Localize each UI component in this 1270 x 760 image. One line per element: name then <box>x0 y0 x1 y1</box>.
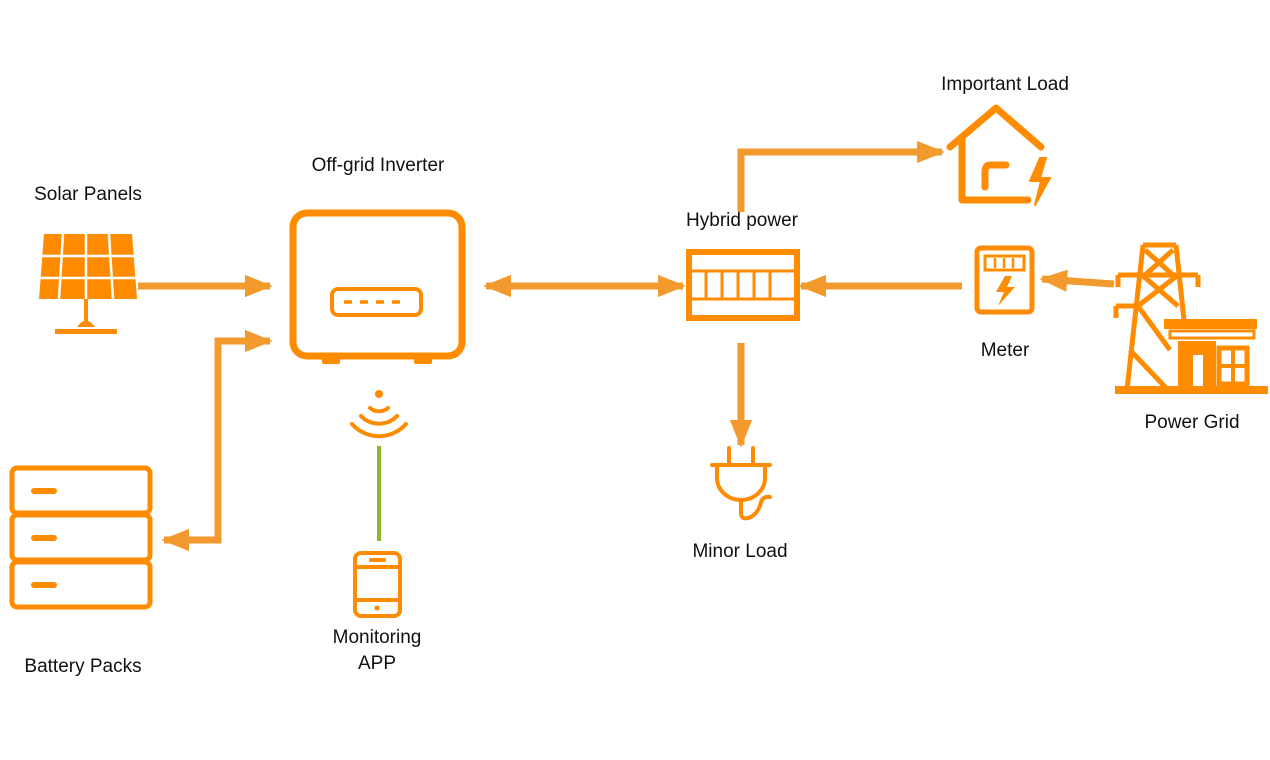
power-grid-label: Power Grid <box>1144 412 1240 433</box>
monitoring-app-label-line1: Monitoring <box>332 627 422 648</box>
inverter-icon <box>289 209 466 364</box>
transmission-tower-icon <box>1113 242 1268 394</box>
meter-label: Meter <box>980 340 1030 361</box>
important-load-label: Important Load <box>941 74 1069 95</box>
arrow-battery-inverter <box>161 329 273 552</box>
distribution-box-icon <box>686 249 800 321</box>
phone-icon <box>353 551 402 618</box>
arrow-hybrid-to-important-load <box>737 140 945 212</box>
monitoring-app-label-line2: APP <box>357 653 397 674</box>
solar-panels-label: Solar Panels <box>34 184 142 205</box>
battery-icon <box>9 465 153 610</box>
arrow-grid-to-meter <box>1039 269 1115 292</box>
meter-icon <box>974 245 1035 315</box>
house-icon <box>946 104 1051 206</box>
off-grid-inverter-label: Off-grid Inverter <box>311 155 445 176</box>
hybrid-power-label: Hybrid power <box>686 210 798 231</box>
battery-packs-label: Battery Packs <box>24 656 142 677</box>
solar-panel-icon <box>39 233 137 334</box>
minor-load-label: Minor Load <box>692 541 788 562</box>
wifi-icon <box>350 390 408 439</box>
plug-icon <box>710 446 772 521</box>
